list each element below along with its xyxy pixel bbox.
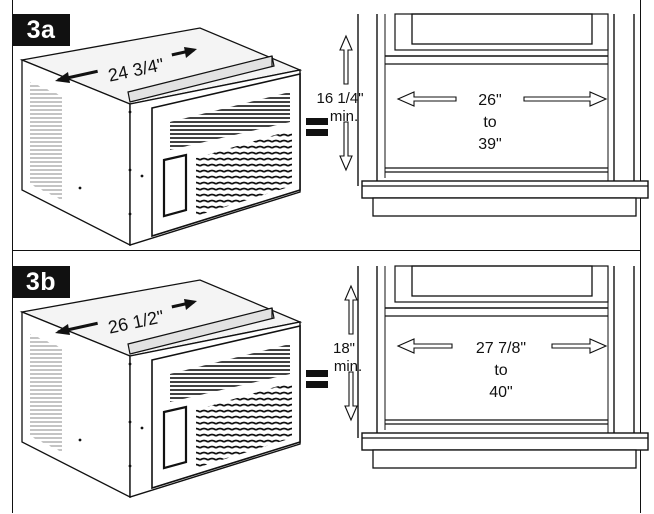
window-width-to-b: to	[494, 362, 507, 379]
panel-divider	[12, 250, 641, 251]
panel-b-badge: 3b	[12, 266, 70, 298]
window-width-to-a: to	[483, 114, 496, 131]
equals-sign-b	[306, 370, 328, 388]
panel-b: 26 1/2" 18" min. 27 7/8" to 40"	[20, 265, 649, 499]
unit-width-arrow-a	[55, 47, 197, 88]
height-arrow-a	[339, 34, 353, 172]
height-value-b: 18"	[333, 340, 355, 357]
window-width-min-b: 27 7/8"	[476, 340, 526, 357]
figure-frame	[12, 0, 641, 513]
window-width-max-b: 40"	[489, 384, 512, 401]
window-width-arrows-b	[396, 338, 608, 354]
height-arrow-b	[344, 284, 358, 422]
height-suffix-b: min.	[334, 358, 362, 375]
window-width-arrows-a	[396, 91, 608, 107]
unit-width-arrow-b	[55, 299, 197, 340]
height-suffix-a: min.	[330, 108, 358, 125]
panel-a-badge: 3a	[12, 14, 70, 46]
window-opening-a	[357, 13, 649, 217]
window-width-min-a: 26"	[478, 92, 501, 109]
height-value-a: 16 1/4"	[316, 90, 363, 107]
window-width-max-a: 39"	[478, 136, 501, 153]
panel-a: 24 3/4" 16 1/4" min. 26" to 39"	[20, 13, 649, 247]
equals-sign-a	[306, 118, 328, 136]
